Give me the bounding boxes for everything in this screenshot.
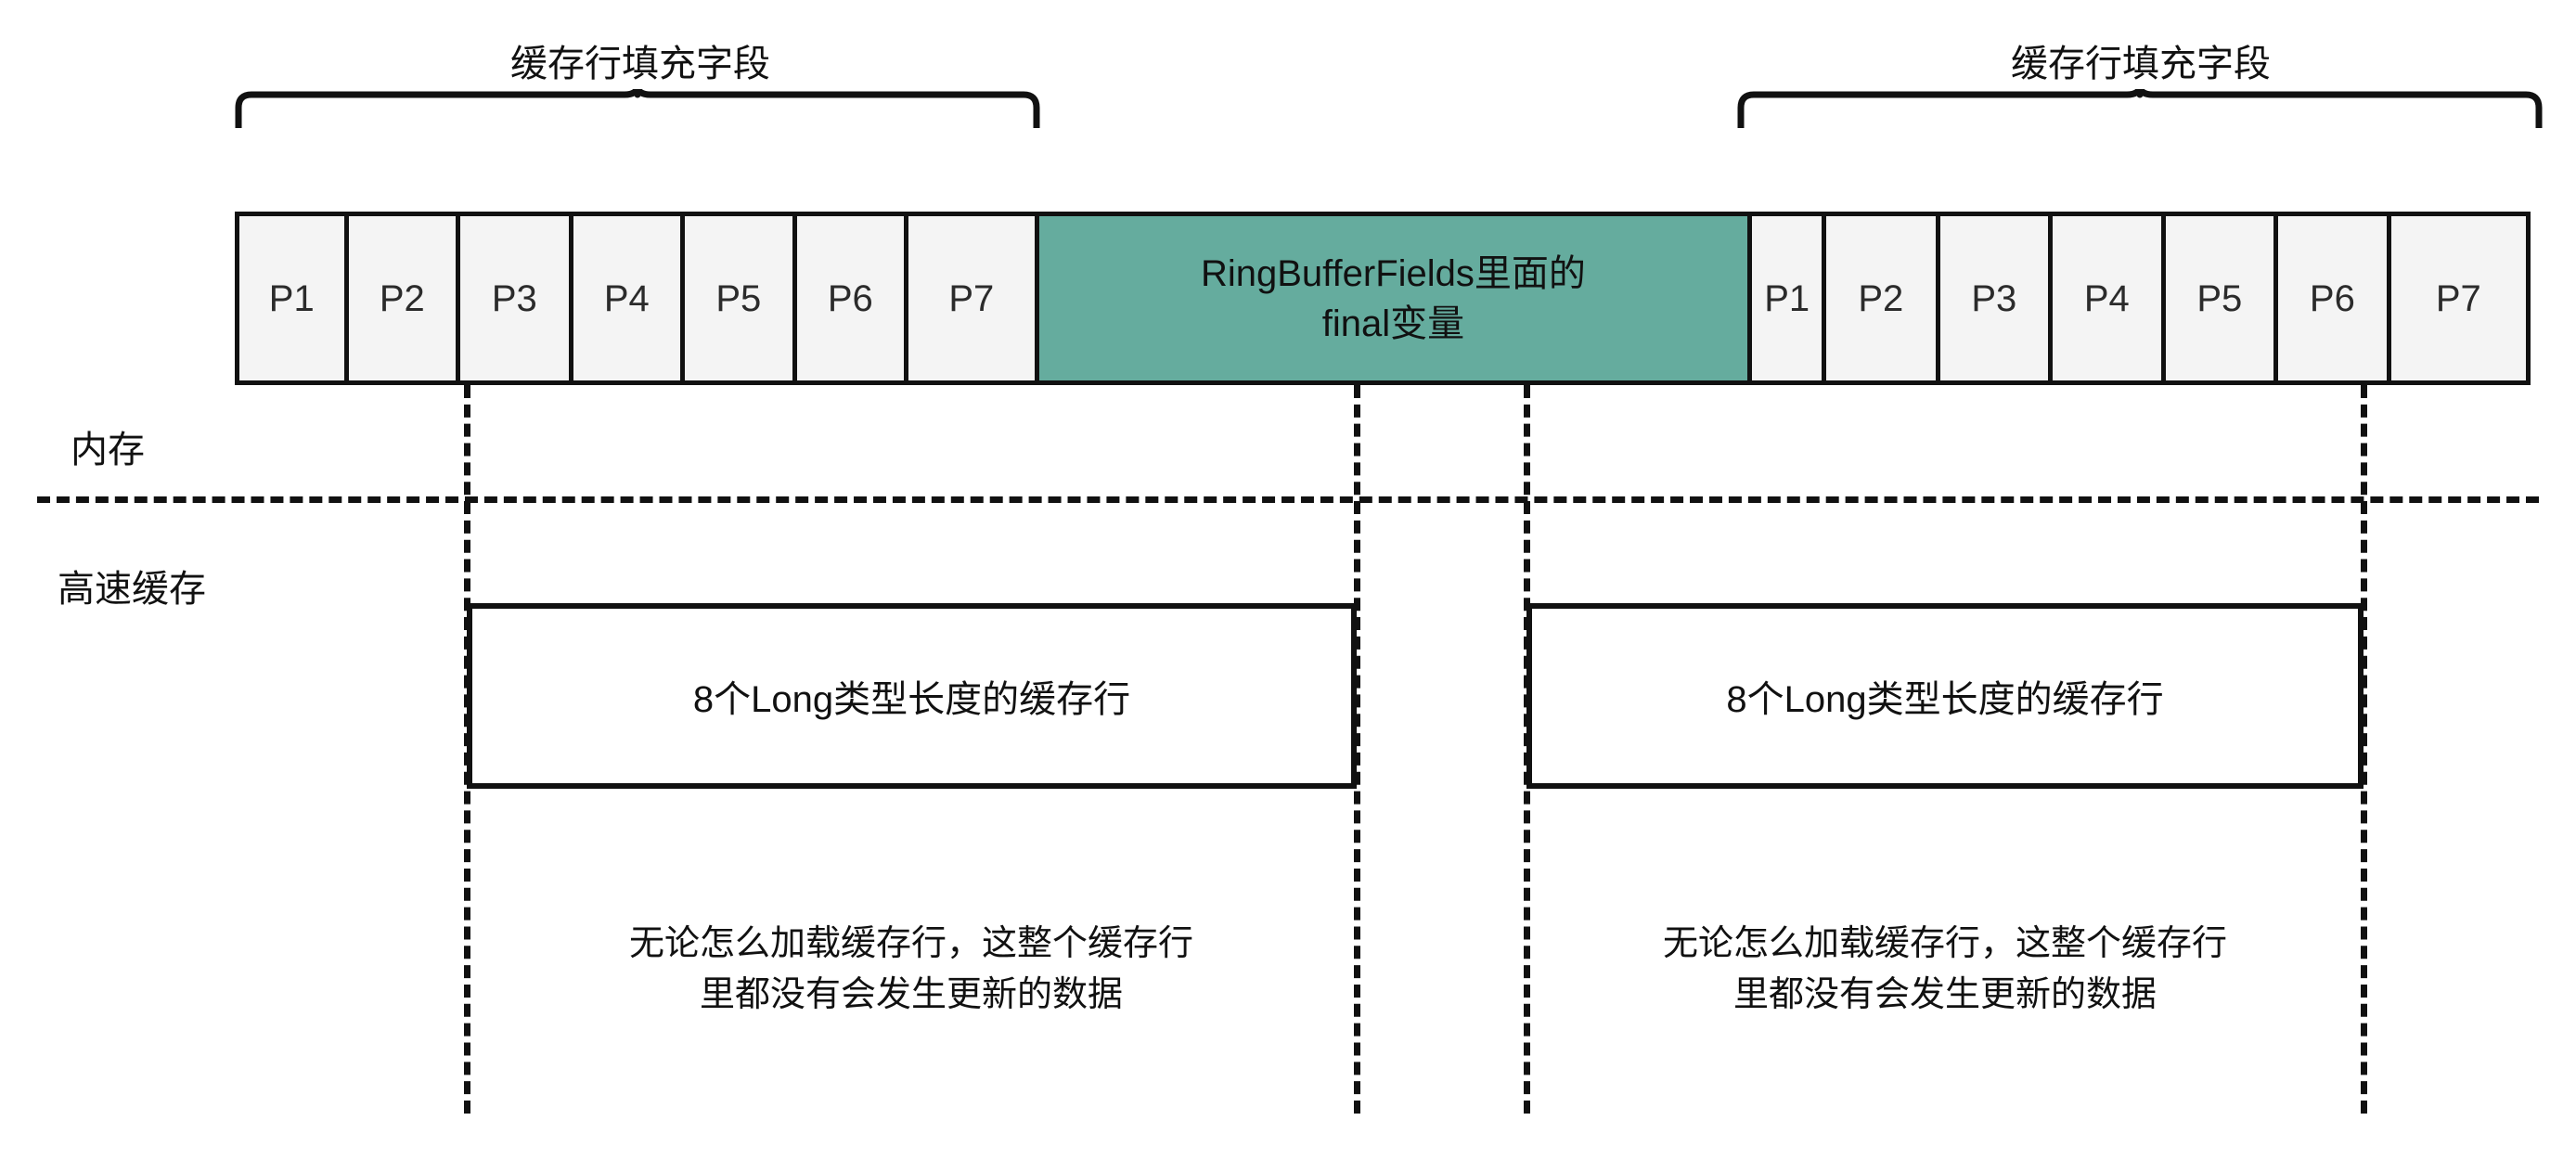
padding-cell-left-p1: P1	[239, 216, 349, 380]
padding-cell-right-p6: P6	[2278, 216, 2391, 380]
cache-note-left: 无论怎么加载缓存行，这整个缓存行 里都没有会发生更新的数据	[628, 924, 1194, 1015]
padding-cell-left-p3: P3	[460, 216, 573, 380]
cache-label: 高速缓存	[58, 569, 206, 610]
padding-cell-right-p4: P4	[2053, 216, 2166, 380]
guide-line-2	[1354, 385, 1360, 1114]
cache-note-right: 无论怎么加载缓存行，这整个缓存行 里都没有会发生更新的数据	[1662, 924, 2228, 1015]
padding-cell-left-p6: P6	[796, 216, 909, 380]
cache-line-box-right: 8个Long类型长度的缓存行	[1526, 603, 2363, 789]
padding-cell-left-p2: P2	[348, 216, 461, 380]
memory-layout-bar: P1 P2 P3 P4 P5 P6 P7 RingBufferFields里面的…	[235, 212, 2531, 385]
padding-cell-right-p2: P2	[1826, 216, 1940, 380]
padding-cell-left-p4: P4	[573, 216, 686, 380]
curly-brace-left-icon	[235, 89, 1040, 128]
padding-cell-right-p5: P5	[2165, 216, 2279, 380]
padding-cell-left-p7: P7	[908, 216, 1039, 380]
curly-brace-right-icon	[1737, 89, 2543, 128]
padding-cell-left-p5: P5	[685, 216, 797, 380]
brace-label-right: 缓存行填充字段	[2011, 44, 2271, 84]
memory-cache-divider	[37, 496, 2539, 503]
padding-cell-right-p7: P7	[2390, 216, 2527, 380]
padding-cell-right-p1: P1	[1752, 216, 1827, 380]
guide-line-4	[2361, 385, 2367, 1114]
final-fields-cell: RingBufferFields里面的 final变量	[1038, 216, 1753, 380]
brace-label-left: 缓存行填充字段	[510, 44, 770, 84]
padding-cell-right-p3: P3	[1939, 216, 2054, 380]
memory-label: 内存	[71, 430, 145, 470]
cache-line-box-left: 8个Long类型长度的缓存行	[467, 603, 1357, 789]
